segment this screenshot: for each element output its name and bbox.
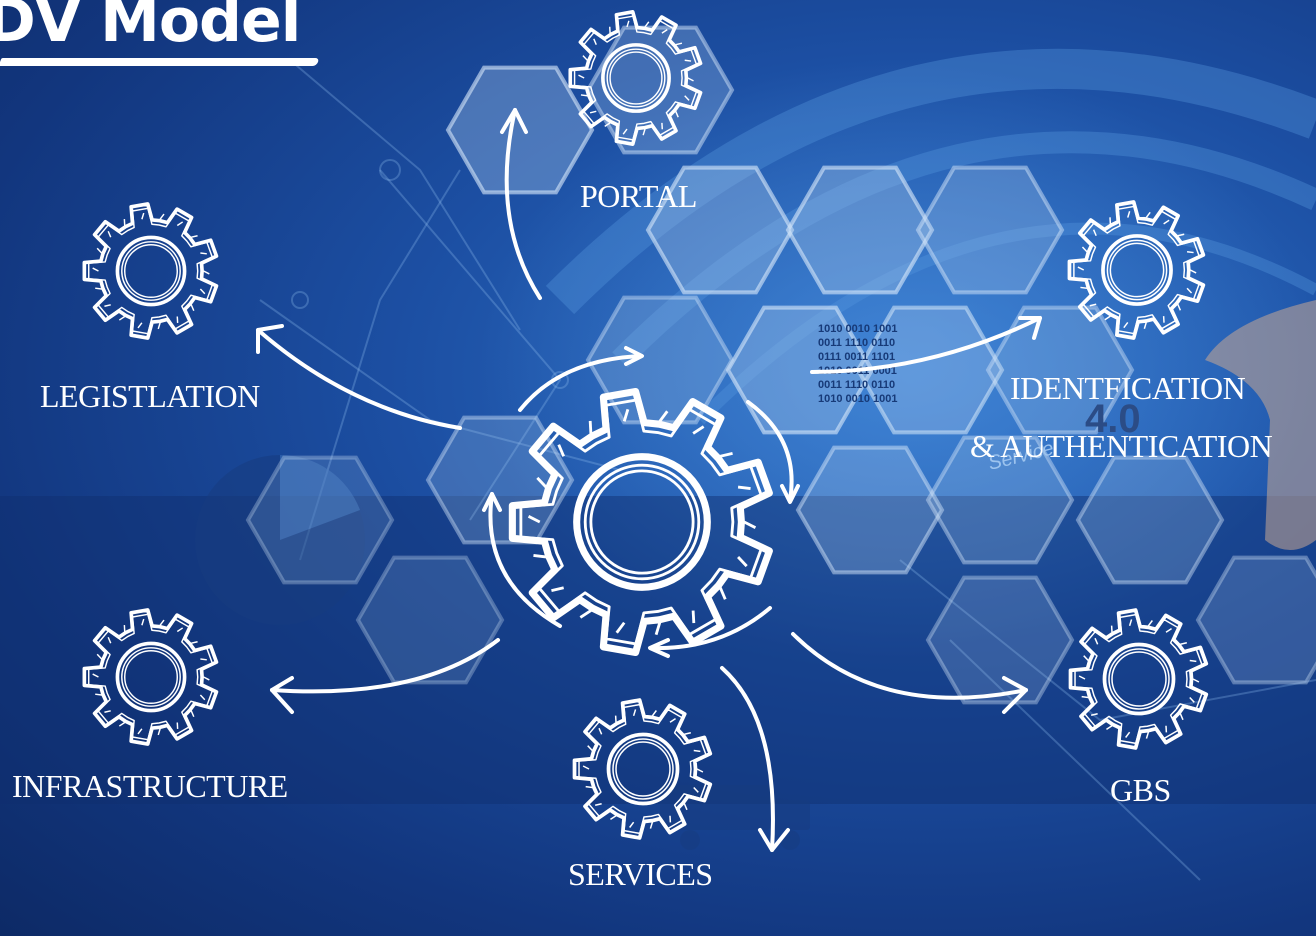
hexagon-tile: [645, 165, 795, 295]
gear-icon-portal: [564, 6, 708, 150]
hexagon-tile: [725, 305, 875, 435]
arrow-to-infrastructure: [270, 638, 500, 694]
hexagon-tile: [925, 575, 1075, 705]
binary-code: 1010 0010 1001 0011 1110 0110 0111 0011 …: [818, 323, 898, 405]
svg-text:0011 1110 0110: 0011 1110 0110: [818, 379, 895, 391]
hexagon-tile: [985, 305, 1135, 435]
hexagon-tile: [355, 555, 505, 685]
cycle-arrow-top: [518, 354, 642, 412]
page-title: DV Model: [0, 0, 301, 56]
gear-icon-legislation: [78, 198, 224, 344]
cycle-arrow-left: [488, 492, 562, 628]
label-gbs: GBS: [1110, 772, 1171, 808]
svg-text:1010 0010 1001: 1010 0010 1001: [818, 323, 898, 335]
gear-icon-infrastructure: [78, 604, 224, 750]
label-portal: PORTAL: [580, 178, 697, 214]
hexagon-tile: [915, 165, 1065, 295]
svg-text:0111 0011 1101: 0111 0011 1101: [818, 351, 895, 363]
hexagon-tile: [925, 435, 1075, 565]
gear-icon-center: [500, 380, 784, 664]
svg-text:0011 1110 0110: 0011 1110 0110: [818, 337, 895, 349]
label-services: SERVICES: [568, 856, 713, 892]
version-text: 4.0: [1085, 397, 1141, 441]
hand-image: [1205, 300, 1316, 550]
svg-text:1010 0010 1001: 1010 0010 1001: [818, 393, 898, 405]
cycle-arrow-right: [746, 400, 794, 502]
hexagon-tile: [1075, 455, 1225, 585]
label-identification: IDENTFICATION: [1010, 370, 1246, 406]
label-infrastructure: INFRASTRUCTURE: [12, 768, 288, 804]
hexagon-tile: [1195, 555, 1316, 685]
arrow-to-portal: [504, 108, 542, 300]
cycle-arrow-bottom: [650, 606, 772, 651]
hexagon-tile: [445, 65, 595, 195]
arrow-to-services: [720, 666, 775, 852]
arrow-to-identification: [810, 316, 1042, 374]
hexagon-tile: [785, 165, 935, 295]
arrow-to-legislation: [256, 328, 462, 430]
label-authentication: & AUTHENTICATION: [970, 428, 1273, 464]
gear-icon-identification: [1063, 196, 1211, 344]
label-legislation: LEGISTLATION: [40, 378, 260, 414]
hexagon-tile: [795, 445, 945, 575]
pie-chart-icon: [195, 454, 365, 625]
hexagon-tiles: [245, 25, 1316, 705]
gear-icon-services: [568, 694, 718, 844]
hexagon-tile: [245, 455, 395, 585]
arrow-to-gbs: [791, 632, 1028, 700]
gear-icon-gbs: [1064, 604, 1214, 754]
